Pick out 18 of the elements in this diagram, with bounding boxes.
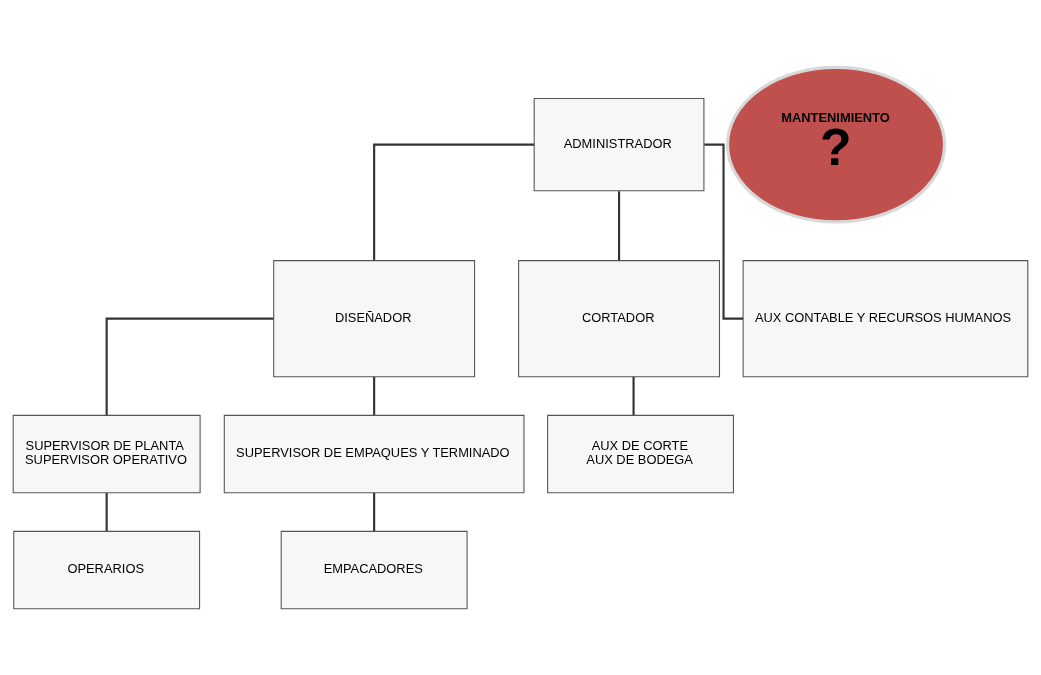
connector xyxy=(632,376,635,415)
connector xyxy=(105,492,108,531)
node-box: SUPERVISOR DE PLANTA SUPERVISOR OPERATIVO xyxy=(12,414,201,493)
node-box: SUPERVISOR DE EMPAQUES Y TERMINADO xyxy=(223,414,525,493)
connector xyxy=(105,317,274,415)
node-box: ADMINISTRADOR xyxy=(533,97,705,191)
connector xyxy=(618,190,621,260)
connector xyxy=(704,143,744,320)
connector xyxy=(373,143,535,260)
node-ellipse: MANTENIMIENTO ? xyxy=(725,65,947,224)
node-box: EMPACADORES xyxy=(280,530,468,609)
node-box: AUX DE CORTE AUX DE BODEGA xyxy=(547,414,734,493)
node-box: DISEÑADOR xyxy=(273,259,476,377)
node-box: AUX CONTABLE Y RECURSOS HUMANOS xyxy=(742,259,1029,377)
node-box: CORTADOR xyxy=(518,259,721,377)
node-box: OPERARIOS xyxy=(13,530,201,609)
connector xyxy=(373,492,376,531)
connector xyxy=(373,376,376,415)
